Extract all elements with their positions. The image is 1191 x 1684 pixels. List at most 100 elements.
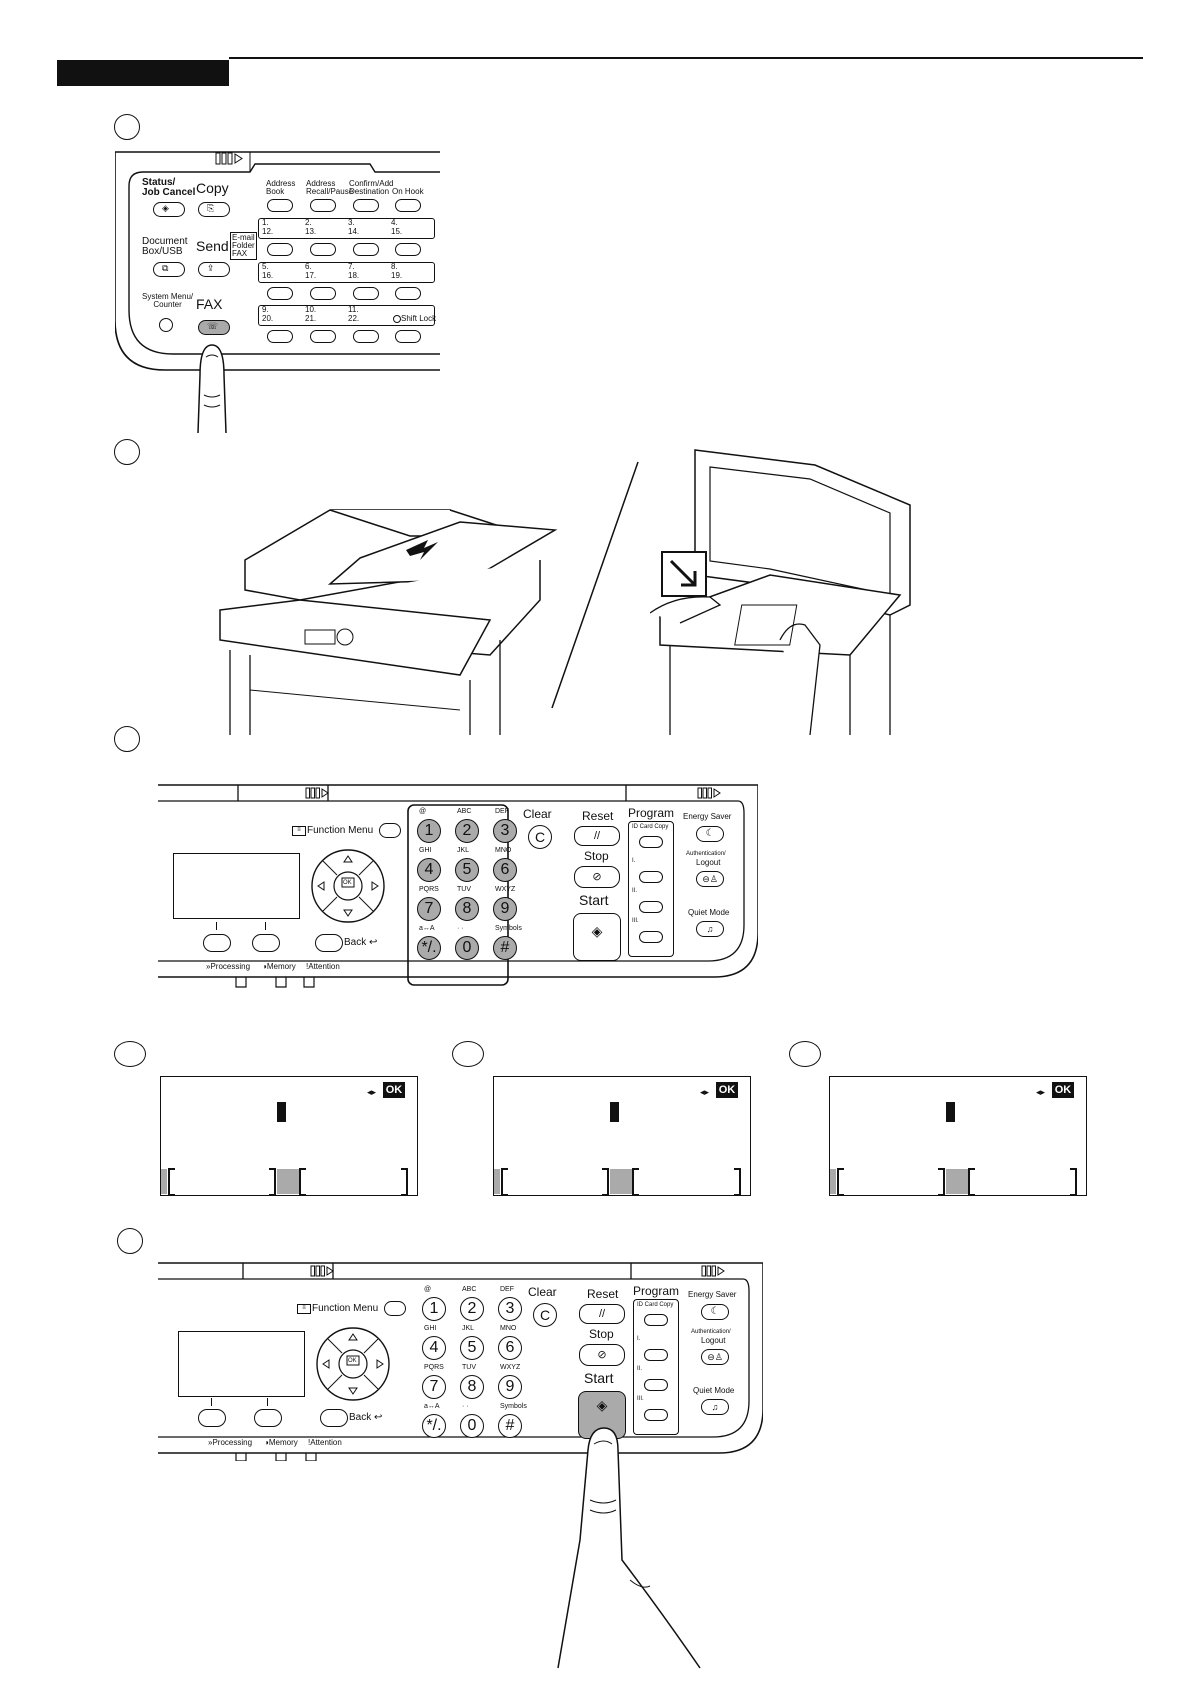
navigation-pad[interactable] xyxy=(310,848,386,924)
one-touch-7: 7. xyxy=(348,262,355,271)
keypad-key-6[interactable]: 6 xyxy=(493,858,517,882)
fax-label: FAX xyxy=(196,296,223,312)
keypad-key-5[interactable]: 5 xyxy=(460,1336,484,1360)
keypad-key-7[interactable]: 7 xyxy=(422,1375,446,1399)
processing-icon: » xyxy=(206,962,211,971)
function-menu-button[interactable] xyxy=(379,823,401,838)
keypad-key-5[interactable]: 5 xyxy=(455,858,479,882)
keypad-key-4[interactable]: 4 xyxy=(417,858,441,882)
clear-button[interactable]: C xyxy=(528,825,552,849)
keypad-key-9[interactable]: 9 xyxy=(493,897,517,921)
program-button-1[interactable] xyxy=(639,871,663,883)
right-select-button[interactable] xyxy=(254,1409,282,1427)
logout-button[interactable]: ⊖♙ xyxy=(701,1349,729,1365)
left-select-button[interactable] xyxy=(198,1409,226,1427)
one-touch-key[interactable] xyxy=(267,330,293,343)
start-button[interactable]: ◈ xyxy=(573,913,621,961)
one-touch-15: 15. xyxy=(391,227,403,236)
energy-saver-button[interactable]: ☾ xyxy=(701,1304,729,1320)
confirm-add-button[interactable] xyxy=(353,199,379,212)
one-touch-key[interactable] xyxy=(267,243,293,256)
send-sublabel: E-mail Folder FAX xyxy=(230,232,257,260)
keypad-key-2[interactable]: 2 xyxy=(460,1297,484,1321)
one-touch-key[interactable] xyxy=(310,330,336,343)
keypad-key-10[interactable]: */. xyxy=(422,1414,446,1438)
keypad-key-1[interactable]: 1 xyxy=(422,1297,446,1321)
reset-button[interactable]: // xyxy=(579,1304,625,1324)
one-touch-key[interactable] xyxy=(310,243,336,256)
function-menu-button[interactable] xyxy=(384,1301,406,1316)
one-touch-key[interactable] xyxy=(353,243,379,256)
program-button-card-copy[interactable] xyxy=(644,1314,668,1326)
program-button-2[interactable] xyxy=(644,1379,668,1391)
navigation-pad[interactable] xyxy=(315,1326,391,1402)
keypad-key-3[interactable]: 3 xyxy=(498,1297,522,1321)
program-label: Program xyxy=(633,1284,680,1298)
keypad-key-11[interactable]: 0 xyxy=(460,1414,484,1438)
on-hook-button[interactable] xyxy=(395,199,421,212)
fax-button[interactable]: ☏ xyxy=(198,320,230,335)
one-touch-13: 13. xyxy=(305,227,317,236)
lcd-screen-c: ◂▸ OK xyxy=(829,1076,1087,1196)
send-button[interactable]: ⇪ xyxy=(198,262,230,277)
keypad-key-8[interactable]: 8 xyxy=(460,1375,484,1399)
key-8-sublabel: TUV xyxy=(457,886,471,893)
stop-icon: ⊘ xyxy=(592,871,602,883)
clear-button[interactable]: C xyxy=(533,1303,557,1327)
one-touch-key[interactable] xyxy=(353,330,379,343)
key-12-sublabel: Symbols xyxy=(500,1403,527,1410)
left-select-button[interactable] xyxy=(203,934,231,952)
on-hook-label: On Hook xyxy=(392,187,424,196)
address-book-button[interactable] xyxy=(267,199,293,212)
quiet-mode-button[interactable]: ♫ xyxy=(701,1399,729,1415)
energy-saver-button[interactable]: ☾ xyxy=(696,826,724,842)
softkey-highlight xyxy=(610,1169,632,1194)
keypad-key-7[interactable]: 7 xyxy=(417,897,441,921)
softkey-bracket-right-close xyxy=(401,1168,408,1196)
key-11-sublabel: · · xyxy=(457,925,464,932)
address-recall-button[interactable] xyxy=(310,199,336,212)
reset-button[interactable]: // xyxy=(574,826,620,846)
program-button-2[interactable] xyxy=(639,901,663,913)
step-marker-1 xyxy=(114,114,140,140)
copy-button[interactable]: ⎘ xyxy=(198,202,230,217)
keypad-key-12[interactable]: # xyxy=(493,936,517,960)
logout-button[interactable]: ⊖♙ xyxy=(696,871,724,887)
system-menu-button[interactable] xyxy=(159,318,173,332)
authentication-label: Authentication/ xyxy=(691,1329,731,1335)
program-button-3[interactable] xyxy=(639,931,663,943)
quiet-mode-button[interactable]: ♫ xyxy=(696,921,724,937)
program-button-3[interactable] xyxy=(644,1409,668,1421)
shift-lock-button[interactable] xyxy=(395,330,421,343)
one-touch-key[interactable] xyxy=(353,287,379,300)
one-touch-key[interactable] xyxy=(310,287,336,300)
start-label: Start xyxy=(584,1370,614,1386)
step-marker-4a xyxy=(114,1041,146,1067)
right-select-button[interactable] xyxy=(252,934,280,952)
keypad-key-12[interactable]: # xyxy=(498,1414,522,1438)
one-touch-key[interactable] xyxy=(395,243,421,256)
one-touch-key[interactable] xyxy=(395,287,421,300)
keypad-key-2[interactable]: 2 xyxy=(455,819,479,843)
keypad-key-10[interactable]: */. xyxy=(417,936,441,960)
back-button[interactable] xyxy=(315,934,343,952)
stop-button[interactable]: ⊘ xyxy=(574,866,620,888)
program-button-1[interactable] xyxy=(644,1349,668,1361)
back-button[interactable] xyxy=(320,1409,348,1427)
keypad-key-8[interactable]: 8 xyxy=(455,897,479,921)
status-job-cancel-button[interactable]: ◈ xyxy=(153,202,185,217)
document-box-button[interactable]: ⧉ xyxy=(153,262,185,277)
keypad-key-9[interactable]: 9 xyxy=(498,1375,522,1399)
header-rule xyxy=(229,57,1143,59)
one-touch-key[interactable] xyxy=(267,287,293,300)
program-slot-label: II. xyxy=(632,888,638,894)
keypad-key-1[interactable]: 1 xyxy=(417,819,441,843)
keypad-key-3[interactable]: 3 xyxy=(493,819,517,843)
stop-button[interactable]: ⊘ xyxy=(579,1344,625,1366)
keypad-key-4[interactable]: 4 xyxy=(422,1336,446,1360)
finger-pressing-fax xyxy=(197,344,227,434)
key-12-sublabel: Symbols xyxy=(495,925,522,932)
keypad-key-11[interactable]: 0 xyxy=(455,936,479,960)
keypad-key-6[interactable]: 6 xyxy=(498,1336,522,1360)
program-button-card-copy[interactable] xyxy=(639,836,663,848)
